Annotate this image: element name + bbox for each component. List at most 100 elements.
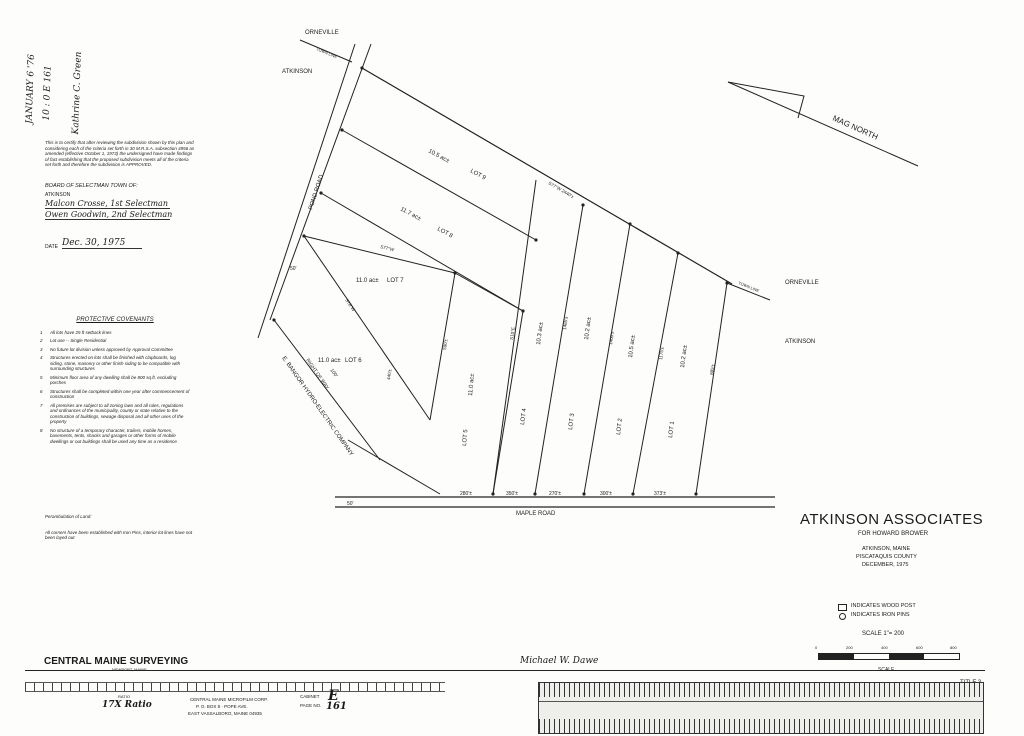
scale-tick-600: 600 (916, 645, 923, 650)
lot-4-name: LOT 4 (520, 407, 528, 425)
covenant-text: Structures shall be completed within one… (50, 388, 190, 400)
pond-road-west-edge (269, 43, 372, 321)
label-maple-road: MAPLE ROAD (516, 511, 556, 517)
iron-pin (582, 492, 586, 496)
ratio-value: 17X Ratio (102, 700, 152, 710)
lot-line-5-4 (492, 310, 524, 495)
page-value: 161 (326, 701, 347, 712)
iron-pin (453, 271, 457, 275)
location-town: ATKINSON, MAINE (862, 546, 911, 552)
mag-north-arrow-head (727, 81, 805, 119)
client-name: FOR HOWARD BROWER (858, 531, 929, 537)
covenant-text: No future lot division unless approved b… (50, 346, 173, 352)
iron-pin (628, 222, 632, 226)
distance-lot2-east: 1175'± (658, 346, 665, 360)
scale-tick-200: 200 (846, 645, 853, 650)
bearing-lot4-west: S10°E (509, 327, 516, 340)
page-label: PAGE NO. (300, 703, 322, 708)
lot-line-7-4 (454, 272, 524, 312)
protective-covenants: PROTECTIVE COVENANTS 1 All lots have 25 f… (40, 317, 190, 447)
scale-tick-400: 400 (881, 645, 888, 650)
lot-2-area: 10.5 ac± (628, 334, 637, 358)
lot-2-name: LOT 2 (616, 417, 624, 435)
lot-3-area: 10.2 ac± (584, 316, 593, 340)
lot-line-7-5 (303, 235, 456, 274)
iron-pin (676, 251, 680, 255)
scale-tick-0: 0 (815, 645, 818, 650)
covenant-item: 6 Structures shall be completed within on… (40, 389, 190, 400)
bottom-rule (25, 670, 985, 671)
frontage-lot3: 270'± (549, 491, 561, 497)
distance-lot3-east: 1400'± (608, 331, 615, 345)
lot-line-7-6 (303, 235, 431, 421)
covenant-number: 1 (40, 329, 43, 335)
ruler-ticks-top (539, 683, 983, 697)
covenants-title: PROTECTIVE COVENANTS (76, 317, 154, 323)
lot-5-area: 11.0 ac± (468, 373, 476, 397)
covenant-text: Structures erected on lots shall be fini… (50, 355, 181, 371)
lot-1-name: LOT 1 (668, 420, 676, 438)
iron-pin (534, 238, 538, 242)
monuments-note: Perambulation of Land: All corners have … (45, 514, 195, 541)
scale-label: SCALE 1"= 200 (862, 631, 904, 637)
covenant-number: 7 (40, 402, 43, 408)
bearing-lot7: S77°W (380, 244, 396, 252)
board-title: BOARD OF SELECTMAN TOWN OF: (45, 183, 138, 189)
iron-pin (725, 281, 729, 285)
iron-pin (319, 191, 323, 195)
legend-wood-post: INDICATES WOOD POST (851, 603, 916, 609)
lot-line-8-7 (320, 192, 524, 312)
lot-1-area: 10.2 ac± (680, 344, 689, 368)
row-line-a (273, 319, 381, 461)
lot-6-name: LOT 6 (345, 358, 362, 364)
wood-post-legend-symbol (838, 604, 847, 611)
lot-line-1-east (695, 282, 728, 495)
lot-line-2-1 (632, 252, 679, 495)
lot-3-name: LOT 3 (568, 412, 576, 430)
company-title: ATKINSON ASSOCIATES (800, 511, 984, 528)
ruler-divider (539, 701, 983, 702)
lot-line-4-5-a (492, 179, 537, 495)
town-line-east (726, 282, 771, 301)
covenant-number: 3 (40, 346, 43, 352)
frontage-lot1: 373'± (654, 491, 666, 497)
scale-ruler-photo (538, 682, 984, 734)
label-orneville-right: ORNEVILLE (785, 280, 819, 286)
iron-pin (340, 128, 344, 132)
covenant-text: All lots have 25 ft setback lines (50, 329, 112, 335)
iron-pin (533, 492, 537, 496)
north-boundary (361, 67, 733, 285)
surveyor-name: CENTRAL MAINE SURVEYING (44, 656, 189, 667)
surveyor-signature: Michael W. Dawe (520, 656, 599, 666)
covenant-text: All premises are subject to all zoning l… (50, 402, 184, 425)
label-atkinson-right: ATKINSON (785, 339, 815, 345)
ruler-ticks-bottom (539, 719, 983, 733)
iron-pin (491, 492, 495, 496)
monuments-text: All corners have been established with I… (45, 529, 193, 541)
iron-pin-legend-symbol (839, 613, 846, 620)
lot-7-name: LOT 7 (387, 278, 404, 284)
label-atkinson-top: ATKINSON (282, 69, 312, 75)
covenant-text: No structure of a temporary character, t… (50, 427, 177, 444)
lot-9-area: 10.5 ac± (427, 148, 451, 164)
covenant-item: 7 All premises are subject to all zoning … (40, 403, 190, 425)
mag-north-arrow-shaft (727, 81, 919, 167)
lot-8-area: 11.7 ac± (399, 206, 422, 222)
ratio-label: RATIO (118, 694, 130, 699)
microfilm-company: CENTRAL MAINE MICROFILM CORP. (190, 697, 268, 702)
cabinet-value: E (328, 688, 339, 704)
monuments-title: Perambulation of Land: (45, 514, 92, 519)
lot-4-area: 10.3 ac± (536, 321, 545, 345)
covenant-number: 6 (40, 388, 43, 394)
lot-6-area: 11.0 ac± (318, 358, 341, 364)
iron-pin (360, 66, 364, 70)
iron-pin (272, 318, 276, 322)
microfilm-address: P. O. BOX 8 · POPE AVE. (196, 704, 248, 709)
label-road-width: 50' (347, 501, 354, 507)
row-line-b (347, 439, 441, 495)
iron-pin (302, 234, 306, 238)
date-label: DATE (45, 244, 58, 250)
